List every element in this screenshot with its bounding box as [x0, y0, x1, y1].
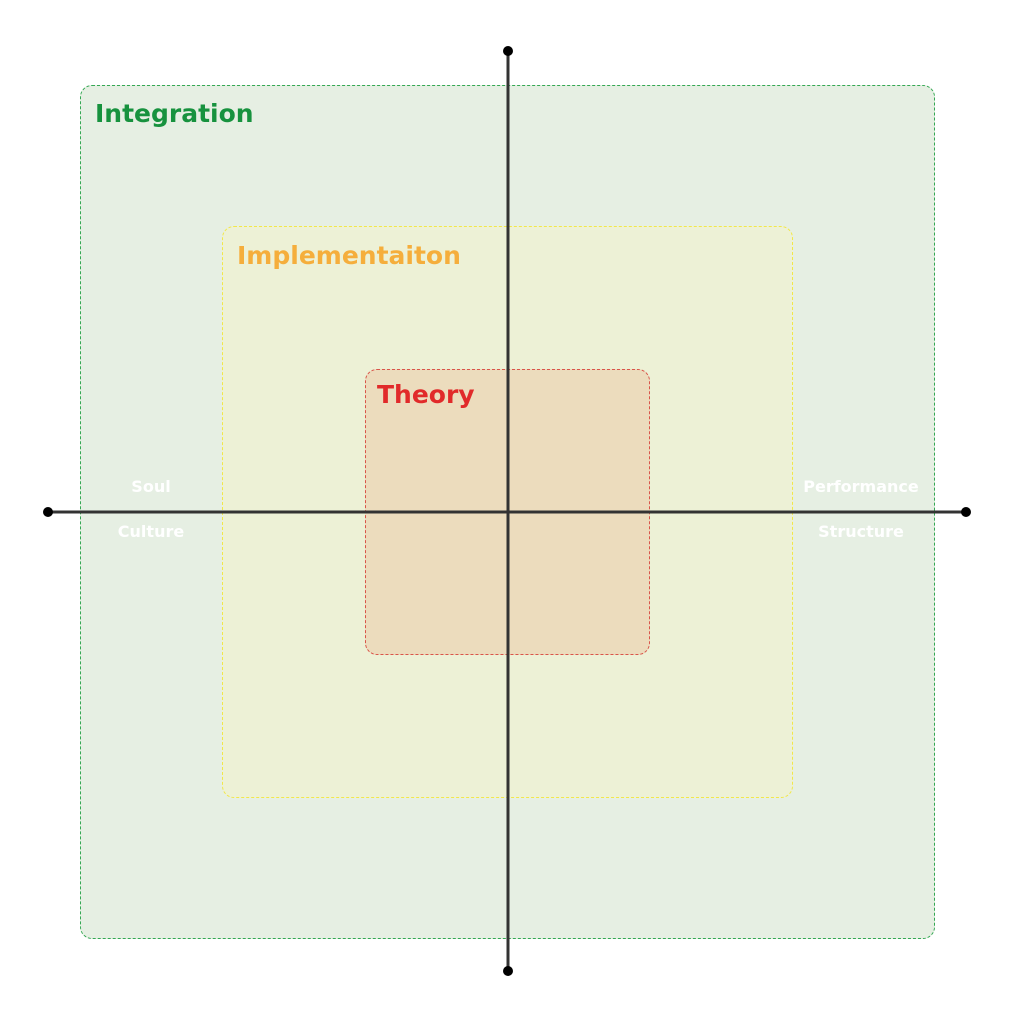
axis-label-performance: Performance	[803, 477, 919, 496]
axis-endpoint-left	[43, 507, 53, 517]
theory-title: Theory	[377, 380, 475, 409]
implementation-title: Implementaiton	[237, 241, 461, 270]
axis-label-soul: Soul	[131, 477, 171, 496]
axis-label-culture: Culture	[117, 522, 185, 541]
axis-label-structure: Structure	[818, 522, 904, 541]
axis-endpoint-top	[503, 46, 513, 56]
axis-endpoint-right	[961, 507, 971, 517]
axis-endpoint-bottom	[503, 966, 513, 976]
integration-title: Integration	[95, 99, 254, 128]
